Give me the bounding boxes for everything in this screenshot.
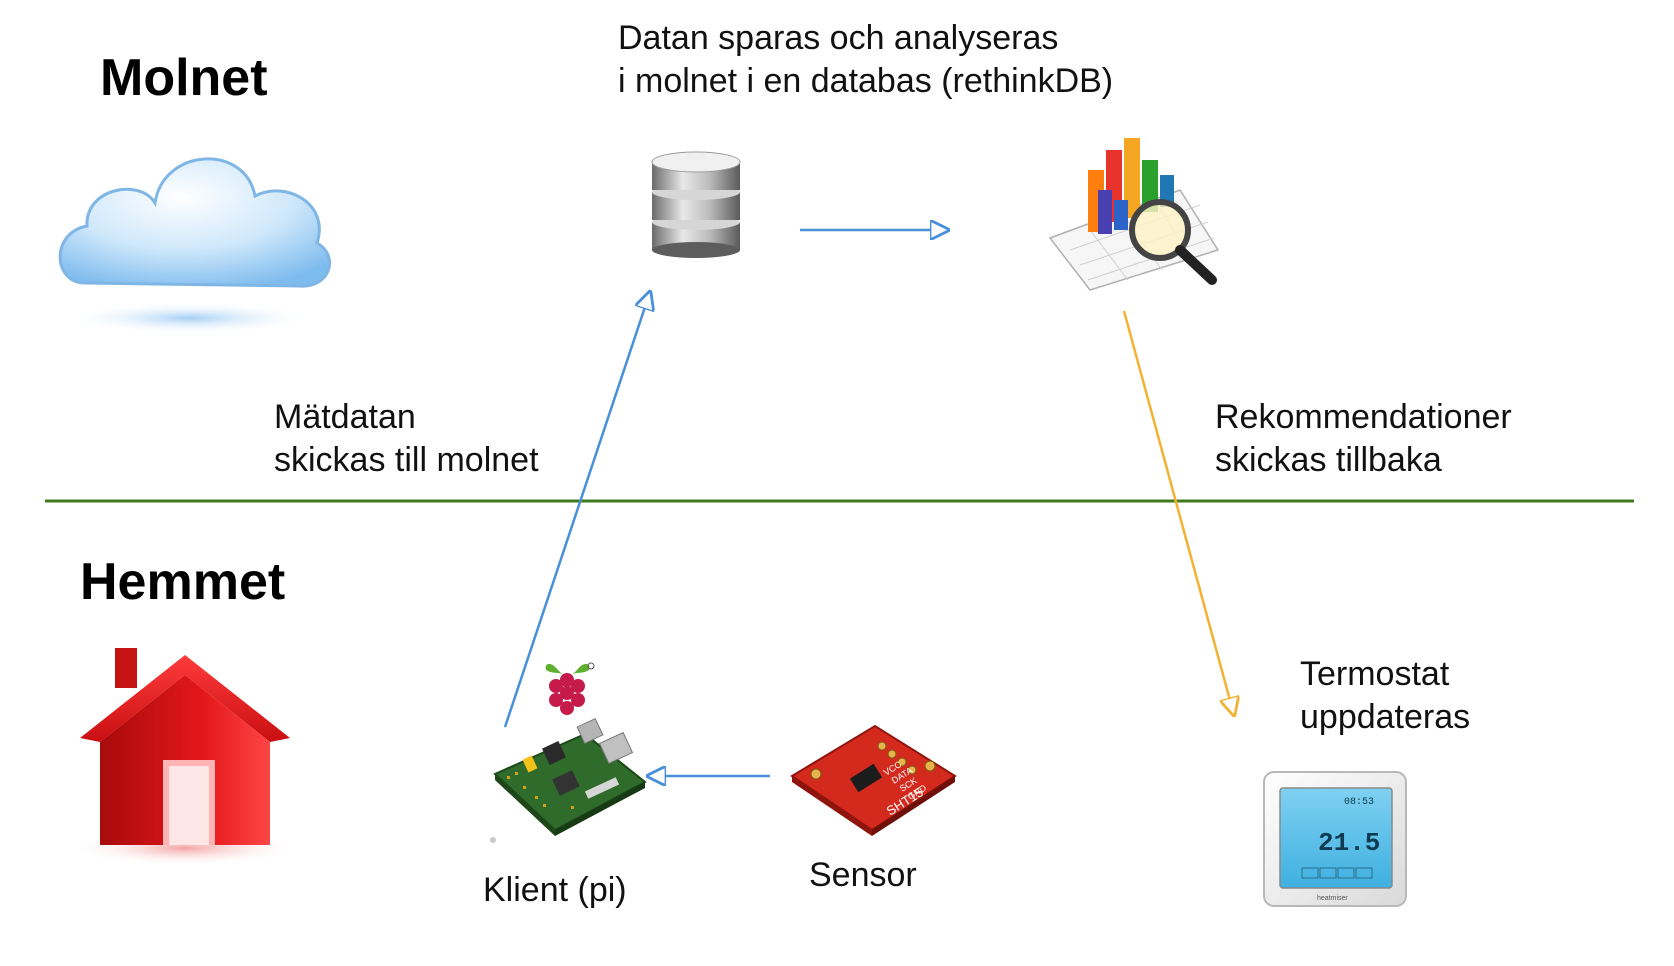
thermostat-temperature: 21.5 — [1318, 828, 1380, 858]
recommend-caption-line-2: skickas tillbaka — [1215, 441, 1442, 479]
thermostat-caption-line-1: Termostat — [1300, 655, 1450, 693]
cloud-icon — [58, 157, 332, 334]
thermostat-time: 08:53 — [1344, 797, 1374, 808]
database-caption-line-2: i molnet i en databas (rethinkDB) — [618, 62, 1114, 100]
analytics-chart-icon — [1048, 138, 1220, 291]
upload-caption: Mätdatan skickas till molnet — [274, 396, 539, 482]
raspberry-pi-board-icon — [490, 717, 647, 843]
recommend-caption-line-1: Rekommendationer — [1215, 398, 1512, 436]
upload-caption-line-2: skickas till molnet — [274, 441, 539, 479]
arrow-analytics-to-thermostat — [1122, 310, 1234, 715]
home-section-heading: Hemmet — [80, 553, 286, 611]
cloud-section-heading: Molnet — [100, 49, 268, 107]
thermostat-brand: heatmiser — [1317, 895, 1348, 902]
recommend-caption: Rekommendationer skickas tillbaka — [1215, 396, 1512, 482]
arrow-client-to-cloud — [503, 292, 650, 728]
thermostat-icon: 08:53 21.5 heatmiser — [1263, 771, 1407, 907]
raspberry-logo-icon — [545, 662, 595, 715]
upload-caption-line-1: Mätdatan — [274, 398, 416, 436]
thermostat-caption-line-2: uppdateras — [1300, 698, 1471, 736]
house-icon — [70, 648, 300, 866]
thermostat-caption: Termostat uppdateras — [1300, 653, 1470, 739]
database-caption: Datan sparas och analyseras i molnet i e… — [618, 17, 1113, 103]
sensor-label: Sensor — [809, 856, 917, 894]
sensor-board-icon: VCC DATA SCK GND SHT15 — [790, 724, 957, 836]
database-icon — [651, 151, 741, 258]
client-label: Klient (pi) — [483, 871, 627, 909]
database-caption-line-1: Datan sparas och analyseras — [618, 19, 1059, 57]
